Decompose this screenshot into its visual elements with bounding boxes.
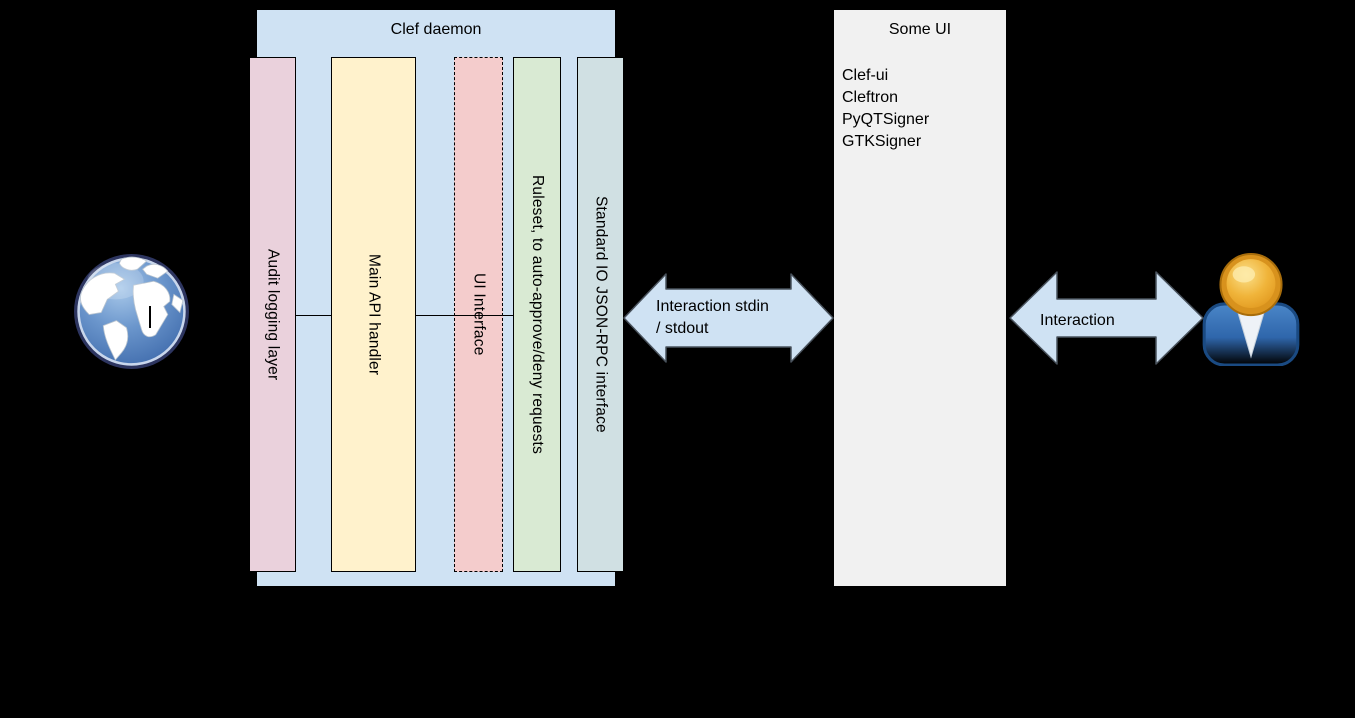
some-ui-title: Some UI — [888, 21, 952, 38]
connector-api-to-ruleset — [416, 315, 513, 316]
bar-stdio-jsonrpc: Standard IO JSON-RPC interface — [577, 57, 624, 572]
bar-label-ruleset: Ruleset, to auto-approve/deny requests — [529, 174, 546, 455]
stdio-arrow-label-line2: / stdout — [656, 320, 709, 337]
clef-daemon-box: Clef daemon — [256, 9, 616, 587]
list-item-clef-ui: Clef-ui — [842, 67, 889, 84]
bar-label-api: Main API handler — [365, 253, 383, 376]
stdio-arrow-label: Interaction stdin / stdout — [656, 296, 769, 340]
bar-label-ui-interface: UI Interface — [470, 273, 488, 356]
stray-cursor-mark — [149, 306, 151, 328]
list-item-gtksigner: GTKSigner — [842, 133, 922, 150]
bar-audit-logging-layer: Audit logging layer — [249, 57, 296, 572]
some-ui-list: Clef-ui Cleftron PyQTSigner GTKSigner — [842, 65, 1006, 153]
bar-ruleset: Ruleset, to auto-approve/deny requests — [513, 57, 561, 572]
some-ui-box: Some UI Clef-ui Cleftron PyQTSigner GTKS… — [833, 9, 1007, 587]
interaction-arrow-label-text: Interaction — [1040, 312, 1115, 329]
globe-icon — [74, 254, 189, 369]
list-item-pyqtsigner: PyQTSigner — [842, 111, 930, 128]
user-icon — [1202, 253, 1300, 366]
list-item-cleftron: Cleftron — [842, 89, 899, 106]
bar-main-api-handler: Main API handler — [331, 57, 416, 572]
connector-audit-to-api — [296, 315, 331, 316]
clef-daemon-title: Clef daemon — [390, 21, 482, 38]
bar-label-audit: Audit logging layer — [264, 248, 282, 381]
bar-label-stdio: Standard IO JSON-RPC interface — [592, 196, 610, 433]
stdio-arrow-label-line1: Interaction stdin — [656, 298, 769, 315]
bar-ui-interface: UI Interface — [454, 57, 503, 572]
interaction-arrow-label: Interaction — [1040, 310, 1115, 332]
